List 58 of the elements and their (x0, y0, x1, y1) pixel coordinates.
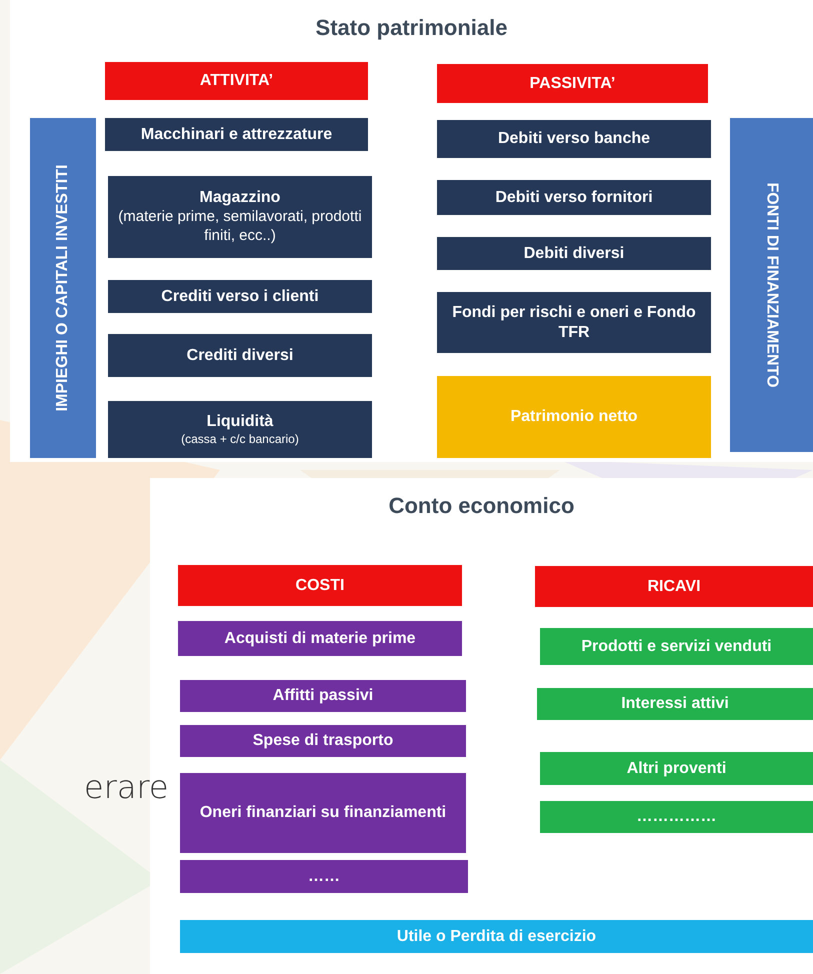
item-label: Macchinari e attrezzature (140, 124, 332, 144)
item-box (437, 237, 711, 270)
item-box (437, 292, 711, 353)
item-box (437, 180, 711, 215)
item-box (437, 120, 711, 158)
item-label: Magazzino (200, 188, 280, 208)
item-box (180, 680, 466, 712)
header-bar (437, 64, 708, 103)
item-box (540, 628, 813, 665)
item-label: Crediti diversi (186, 346, 294, 366)
panel-title: Stato patrimoniale (316, 14, 508, 42)
item-box (108, 334, 372, 377)
item-box (180, 773, 466, 853)
item-box (108, 280, 372, 313)
item-box (108, 401, 372, 458)
item-label: Debiti verso fornitori (495, 188, 653, 208)
item-label: Crediti verso i clienti (161, 286, 319, 306)
item-label: ATTIVITA’ (200, 71, 274, 91)
item-label: COSTI (296, 576, 344, 596)
side-band (30, 118, 96, 458)
item-label: Acquisti di materie prime (224, 628, 416, 648)
item-label: Prodotti e servizi venduti (581, 636, 772, 656)
item-label: PASSIVITA’ (530, 74, 616, 94)
item-box (537, 688, 813, 720)
item-label: Utile o Perdita di esercizio (396, 926, 596, 946)
item-box (108, 176, 372, 258)
header-bar (105, 62, 368, 100)
item-box (180, 860, 468, 893)
band-label: IMPIEGHI O CAPITALI INVESTITI (53, 164, 72, 414)
item-box (105, 118, 368, 151)
item-label: …………… (636, 807, 716, 827)
item-label: RICAVI (647, 576, 701, 596)
panel-card (10, 0, 813, 462)
side-band (730, 118, 813, 452)
item-label: Patrimonio netto (510, 407, 638, 427)
item-box (540, 801, 813, 833)
item-label: Liquidità (206, 412, 274, 432)
item-note: (cassa + c/c bancario) (181, 432, 299, 447)
item-label: Debiti diversi (524, 244, 624, 264)
item-label: …… (308, 866, 340, 886)
panel-title: Conto economico (388, 492, 574, 520)
item-label: Affitti passivi (272, 686, 374, 706)
item-box (540, 752, 813, 785)
item-label: Interessi attivi (621, 694, 729, 714)
item-box (437, 376, 711, 458)
slide-text: erare (84, 768, 169, 806)
result-bar (180, 920, 813, 953)
header-bar (535, 566, 813, 607)
item-note: (materie prime, semilavorati, prodotti finiti, ecc..) (117, 208, 363, 246)
band-label: FONTI DI FINANZIAMENTO (762, 182, 782, 388)
item-label: Spese di trasporto (252, 731, 394, 751)
item-label: Debiti verso banche (498, 129, 650, 149)
item-label: Oneri finanziari su finanziamenti (200, 803, 446, 823)
item-label: Altri proventi (626, 758, 726, 778)
header-bar (178, 565, 462, 606)
item-box (180, 725, 466, 757)
item-box (178, 621, 462, 656)
item-label: Fondi per rischi e oneri e Fondo TFR (451, 302, 697, 342)
